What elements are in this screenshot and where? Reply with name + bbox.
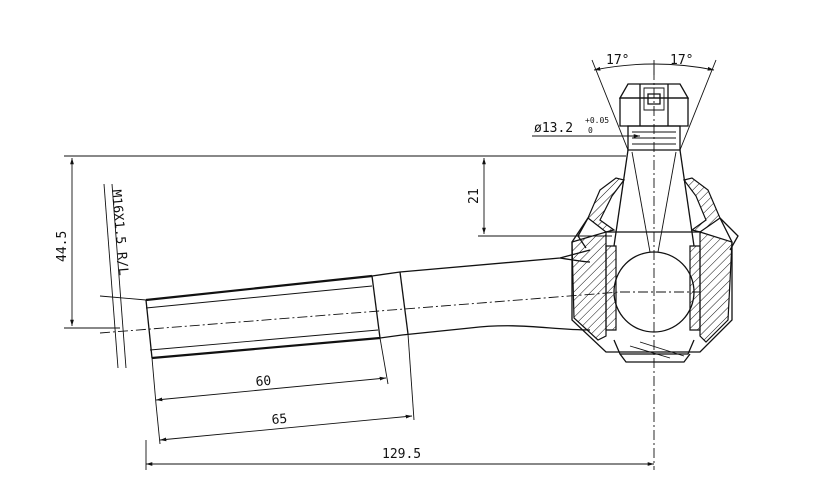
stud-height-dimension xyxy=(478,155,626,237)
stud-height-label: 21 xyxy=(467,188,482,204)
angle-right-label: 17° xyxy=(670,53,693,68)
thread-length-dimension xyxy=(151,337,389,405)
thread-spec-leader xyxy=(99,183,147,369)
overall-length-dimension xyxy=(145,440,654,470)
swing-angle-dimension xyxy=(591,59,717,151)
ball-joint-head xyxy=(571,83,739,363)
taper-diameter-label: ø13.2 xyxy=(534,121,573,136)
taper-tol-lower: 0 xyxy=(588,126,593,135)
angle-left-label: 17° xyxy=(606,53,629,68)
taper-tol-upper: +0.05 xyxy=(585,116,609,125)
thread-length-label: 60 xyxy=(255,374,272,390)
shank-body xyxy=(145,249,591,360)
overall-height-dimension xyxy=(64,155,478,329)
center-lines xyxy=(99,70,700,470)
overall-height-label: 44.5 xyxy=(55,231,70,262)
overall-length-label: 129.5 xyxy=(382,447,421,462)
shank-length-label: 65 xyxy=(271,412,288,428)
shank-length-dimension xyxy=(155,333,415,445)
thread-spec-label: M16X1.5 R/L xyxy=(108,189,130,276)
